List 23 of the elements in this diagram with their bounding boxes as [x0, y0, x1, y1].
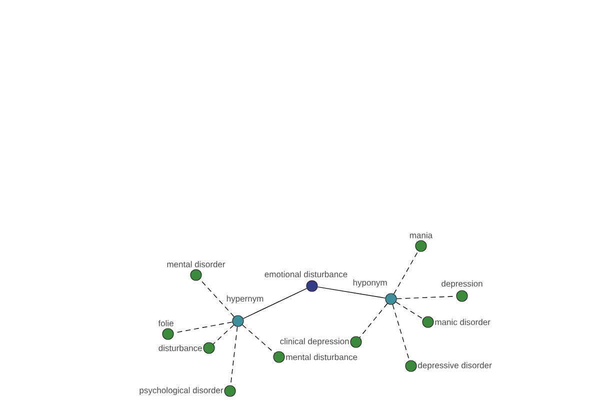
node-label: folie	[158, 320, 174, 326]
connector	[173, 322, 233, 334]
node-label: hypernym	[226, 295, 264, 304]
connector	[242, 324, 275, 354]
connector	[242, 288, 308, 319]
node-label: depressive disorder	[418, 362, 492, 370]
connector	[394, 250, 418, 294]
node-label: depression	[442, 280, 482, 288]
node-label: clinical depression	[280, 338, 349, 346]
connector	[396, 302, 424, 320]
node-label: mania	[410, 232, 433, 238]
node-label: disturbance	[158, 344, 202, 352]
connector	[200, 278, 234, 318]
connector	[359, 303, 388, 338]
connector	[317, 286, 386, 298]
node-label: manic disorder	[435, 318, 490, 326]
node-label: psychological disorder	[140, 387, 224, 395]
node-label: emotional disturbance	[264, 271, 348, 278]
node-label: mental disorder	[167, 261, 226, 268]
connector	[392, 304, 410, 361]
node-label: mental disturbance	[286, 354, 358, 360]
connector	[212, 324, 234, 344]
node-label: hyponym	[353, 279, 387, 288]
